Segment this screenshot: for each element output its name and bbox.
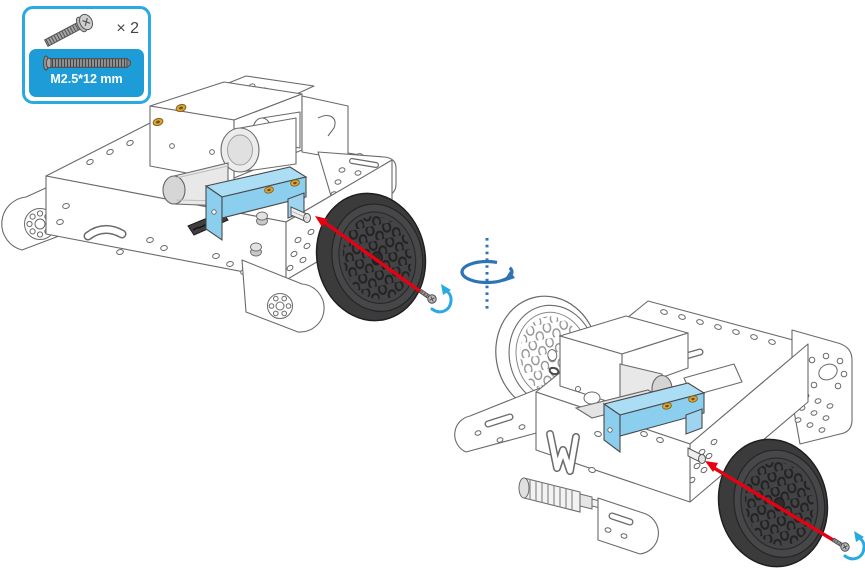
rotation-axis-icon [460, 238, 515, 312]
screw-size-box: M2.5*12 mm [29, 49, 144, 97]
left-motor-shaft [290, 206, 311, 223]
screw-size-label: M2.5*12 mm [50, 72, 123, 86]
right-screw-icon [830, 535, 852, 554]
left-screw-icon [417, 287, 439, 306]
right-motor-shaft [687, 447, 706, 464]
screw-side-icon [43, 13, 94, 48]
standoff-posts [250, 211, 268, 257]
left-motor-bracket [204, 166, 308, 242]
screw-quantity-label: × 2 [116, 20, 139, 37]
right-assembly [454, 295, 865, 570]
parts-callout: × 2 M2.5*12 mm [22, 6, 151, 104]
left-assembly [1, 75, 453, 333]
screw-horizontal-icon [42, 55, 131, 71]
right-insertion-arrow-icon [705, 461, 844, 548]
second-motor [518, 477, 601, 513]
right-motor-bracket [602, 382, 706, 454]
callout-top-row: × 2 [25, 9, 148, 53]
left-insertion-arrow-icon [315, 216, 429, 299]
